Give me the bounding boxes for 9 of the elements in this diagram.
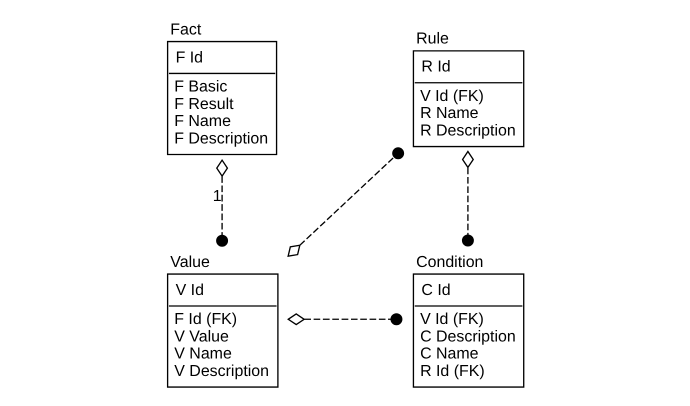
connector bbox=[216, 158, 228, 247]
node-label: Fact bbox=[170, 21, 202, 38]
edge-label: 1 bbox=[212, 188, 222, 206]
node-label: Condition bbox=[416, 254, 484, 271]
connector bbox=[287, 313, 402, 326]
node-label: Rule bbox=[416, 30, 449, 48]
connector bbox=[462, 150, 474, 246]
connector bbox=[287, 147, 404, 257]
node-label: Value bbox=[170, 254, 210, 271]
